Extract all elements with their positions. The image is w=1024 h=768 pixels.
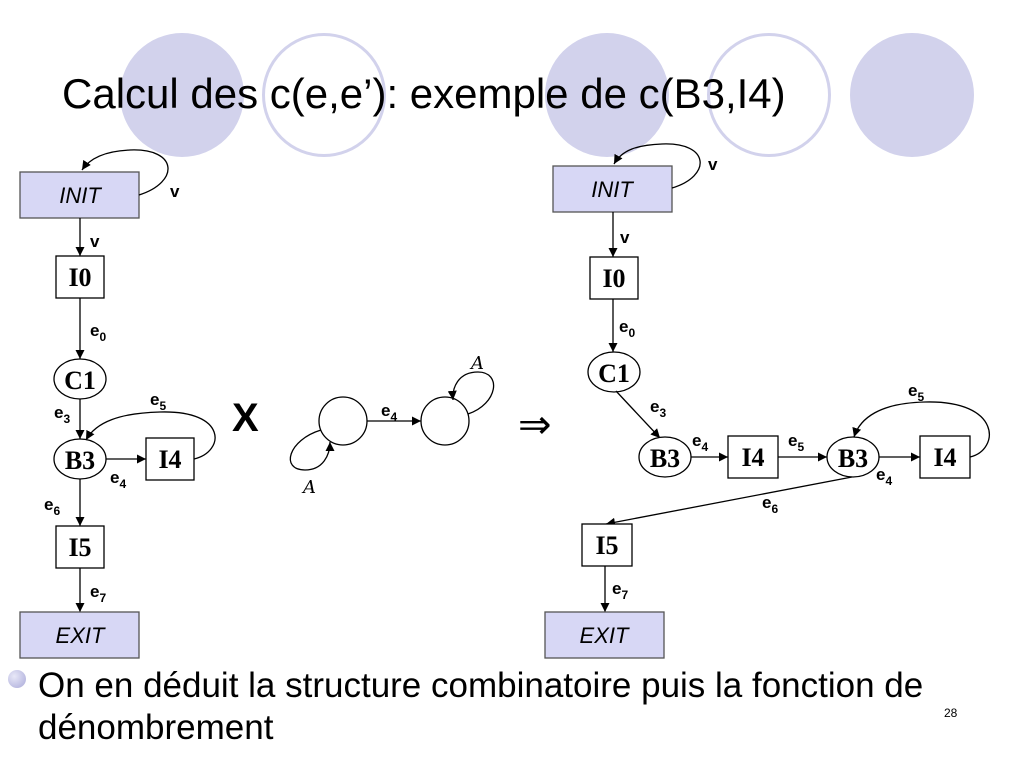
automaton-a-label-2: A [469,353,484,374]
bullet-point-icon [8,670,26,688]
right-arrow-v-label: v [620,228,630,247]
right-arrow-i4-b3-loop [852,401,990,458]
automaton-state-2 [420,396,470,446]
automaton-e4-label: e4 [381,401,397,424]
left-node-i5 [55,525,105,569]
right-i4-first-label: I4 [741,443,764,472]
left-node-i0 [55,255,105,299]
left-e0-label: e0 [90,321,106,344]
right-b3-second-label: B3 [838,444,868,473]
automaton-a-label-1: A [301,477,316,498]
left-e6-label: e6 [44,495,60,518]
page-number: 28 [944,706,958,720]
right-init-self-loop [613,143,701,189]
right-b3-first-label: B3 [650,444,680,473]
right-node-i5 [581,523,633,567]
left-init-label: INIT [59,183,102,208]
automaton-state-1-loop [289,429,335,471]
deco-circle-4 [707,33,831,157]
right-e5-top-label: e5 [908,381,924,404]
left-e3-label: e3 [54,403,70,426]
right-node-i4-first [727,435,779,479]
left-i0-label: I0 [68,263,91,292]
left-c1-label: C1 [64,366,96,395]
deco-circle-2 [262,33,386,157]
left-exit-label: EXIT [56,623,106,648]
product-symbol: X [232,396,259,440]
left-loop-v-label: v [170,182,180,201]
automaton-state-2-loop [447,371,495,415]
left-e7-label: e7 [90,582,106,605]
left-exit-node [19,611,140,659]
left-i5-label: I5 [68,533,91,562]
slide-title: Calcul des c(e,e’): exemple de c(B3,I4) [62,70,786,117]
right-i5-label: I5 [595,531,618,560]
left-i4-label: I4 [158,445,181,474]
left-node-i4 [145,437,195,481]
right-c1-label: C1 [598,359,630,388]
right-e3-label: e3 [650,397,666,420]
right-i0-label: I0 [602,264,625,293]
right-e4-first-label: e4 [692,431,708,454]
deco-circle-1 [120,33,244,157]
right-e0-label: e0 [619,317,635,340]
right-e7-label: e7 [612,579,628,602]
right-arrow-b3-i5 [605,476,853,527]
left-arrow-i4-b3-loop [85,411,216,460]
right-e6-label: e6 [762,493,778,516]
right-i4-second-label: I4 [933,443,956,472]
automaton-state-1 [318,396,368,446]
right-node-i4-second [919,435,971,479]
right-exit-node [544,611,665,659]
right-arrow-c1-b3 [615,390,661,439]
right-node-i0 [589,256,639,300]
deco-circle-5 [850,33,974,157]
left-e5-label: e5 [150,390,166,413]
deco-circle-3 [545,33,669,157]
left-init-self-loop [81,149,169,196]
left-b3-label: B3 [65,446,95,475]
left-arrow-v-label: v [90,232,100,251]
implies-symbol: ⇒ [518,402,552,448]
left-e4-label: e4 [110,468,126,491]
right-loop-v-label: v [708,155,718,174]
right-init-label: INIT [591,177,634,202]
right-e4-second-label: e4 [876,465,892,488]
right-e5-mid-label: e5 [788,431,804,454]
right-node-c1 [587,351,641,393]
bullet-text: On en déduit la structure combinatoire p… [38,666,924,747]
right-exit-label: EXIT [580,623,630,648]
